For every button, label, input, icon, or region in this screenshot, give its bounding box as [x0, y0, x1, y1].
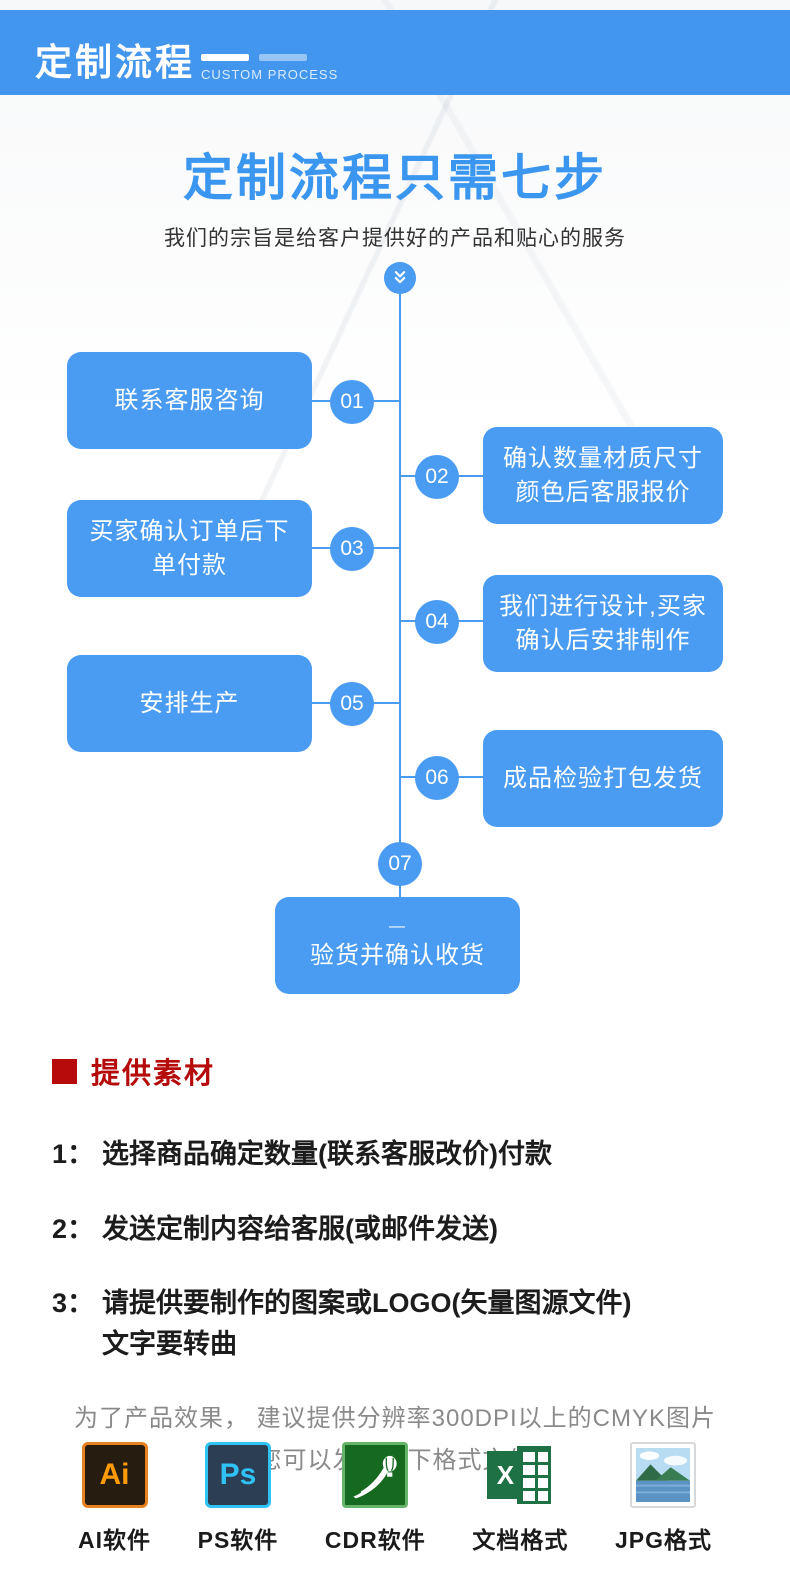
format-label: CDR软件: [324, 1527, 426, 1553]
format-cdr: CDR软件: [325, 1442, 426, 1555]
step-number-badge: 05: [330, 682, 374, 726]
format-ai: Ai AI软件: [78, 1442, 151, 1555]
materials-list: 1： 选择商品确定数量(联系客服改价)付款 2： 发送定制内容给客服(或邮件发送…: [52, 1134, 738, 1364]
flow-step-box-2: 确认数量材质尺寸 颜色后客服报价: [483, 427, 723, 524]
format-ps: Ps PS软件: [198, 1442, 279, 1555]
format-jpg: JPG格式: [615, 1442, 712, 1555]
list-item-text-line2: 文字要转曲: [102, 1328, 237, 1359]
dash-decoration: [201, 54, 249, 61]
photoshop-icon: Ps: [204, 1442, 271, 1508]
banner-right: CUSTOM PROCESS: [201, 54, 338, 81]
flow-step-box-3: 买家确认订单后下 单付款: [67, 500, 312, 597]
flow-vertical-line-final: [399, 884, 401, 898]
format-label: 文档格式: [472, 1527, 569, 1553]
page-subtitle: 我们的宗旨是给客户提供好的产品和贴心的服务: [164, 227, 626, 250]
format-label: PS软件: [197, 1527, 279, 1553]
step-text: 验货并确认收货: [310, 941, 485, 969]
step-text: 确认数量材质尺寸: [503, 444, 703, 472]
red-square-bullet: [52, 1058, 77, 1084]
dash-decoration: [259, 54, 307, 61]
step-text: 联系客服咨询: [114, 386, 265, 414]
banner-title: 定制流程: [35, 42, 195, 83]
excel-icon: X: [487, 1442, 553, 1508]
section-materials: 提供素材 1： 选择商品确定数量(联系客服改价)付款 2： 发送定制内容给客服(…: [52, 1050, 738, 1482]
step-dash: —: [389, 917, 406, 935]
list-item: 1： 选择商品确定数量(联系客服改价)付款: [52, 1134, 738, 1175]
step-text: 我们进行设计,买家: [499, 592, 707, 620]
list-item-number: 1：: [52, 1139, 95, 1169]
list-item-text: 请提供要制作的图案或LOGO(矢量图源文件) 文字要转曲: [102, 1283, 631, 1364]
flow-step-box-5: 安排生产: [67, 655, 312, 752]
step-number-badge: 03: [330, 527, 374, 571]
format-doc: X 文档格式: [472, 1442, 568, 1555]
list-item-text: 发送定制内容给客服(或邮件发送): [102, 1213, 498, 1244]
step-number-badge: 01: [330, 380, 374, 424]
step-text: 成品检验打包发货: [503, 764, 703, 792]
banner-dashes: [201, 54, 338, 61]
list-item-number: 2：: [52, 1213, 95, 1244]
step-text: 安排生产: [139, 689, 240, 717]
flow-step-box-4: 我们进行设计,买家 确认后安排制作: [483, 575, 723, 672]
banner-subtitle: CUSTOM PROCESS: [201, 67, 339, 82]
section-banner: 定制流程 CUSTOM PROCESS: [0, 10, 790, 95]
list-item-text: 选择商品确定数量(联系客服改价)付款: [102, 1139, 552, 1169]
note-line-1: 为了产品效果， 建议提供分辨率300DPI以上的CMYK图片: [73, 1405, 717, 1432]
step-number-badge: 06: [415, 756, 459, 800]
format-icons-row: Ai AI软件 Ps PS软件 CDR软件 X 文档格式: [0, 1442, 790, 1555]
list-item-number: 3：: [52, 1288, 95, 1318]
jpg-photo-icon: [630, 1442, 697, 1508]
step-text: 单付款: [152, 551, 227, 579]
materials-heading-text: 提供素材: [91, 1058, 216, 1090]
list-item-text-line1: 请提供要制作的图案或LOGO(矢量图源文件): [102, 1288, 632, 1318]
format-label: JPG格式: [614, 1527, 712, 1553]
step-text: 买家确认订单后下: [89, 517, 290, 545]
page-title: 定制流程只需七步: [183, 150, 607, 206]
list-item: 3： 请提供要制作的图案或LOGO(矢量图源文件) 文字要转曲: [52, 1283, 738, 1364]
flow-vertical-line: [399, 292, 401, 866]
step-number-badge: 02: [415, 455, 459, 499]
step-number-badge: 07: [378, 842, 422, 886]
step-number-badge: 04: [415, 600, 459, 644]
coreldraw-icon: [342, 1442, 409, 1508]
flow-step-box-6: 成品检验打包发货: [483, 730, 723, 827]
format-label: AI软件: [78, 1527, 151, 1553]
chevron-down-icon: [384, 262, 416, 294]
materials-heading: 提供素材: [52, 1050, 738, 1092]
step-text: 确认后安排制作: [515, 626, 691, 654]
flowchart: 01 02 03 04 05 06 07 联系客服咨询 确认数量材质尺寸 颜色后…: [0, 260, 790, 1000]
illustrator-icon: Ai: [81, 1442, 148, 1508]
list-item: 2： 发送定制内容给客服(或邮件发送): [52, 1209, 738, 1250]
step-text: 颜色后客服报价: [515, 478, 691, 506]
flow-step-box-7: — 验货并确认收货: [275, 897, 520, 994]
section-hero: 定制流程只需七步 我们的宗旨是给客户提供好的产品和贴心的服务: [0, 138, 790, 252]
excel-x-panel: X: [487, 1451, 524, 1499]
flow-step-box-1: 联系客服咨询: [67, 352, 312, 449]
